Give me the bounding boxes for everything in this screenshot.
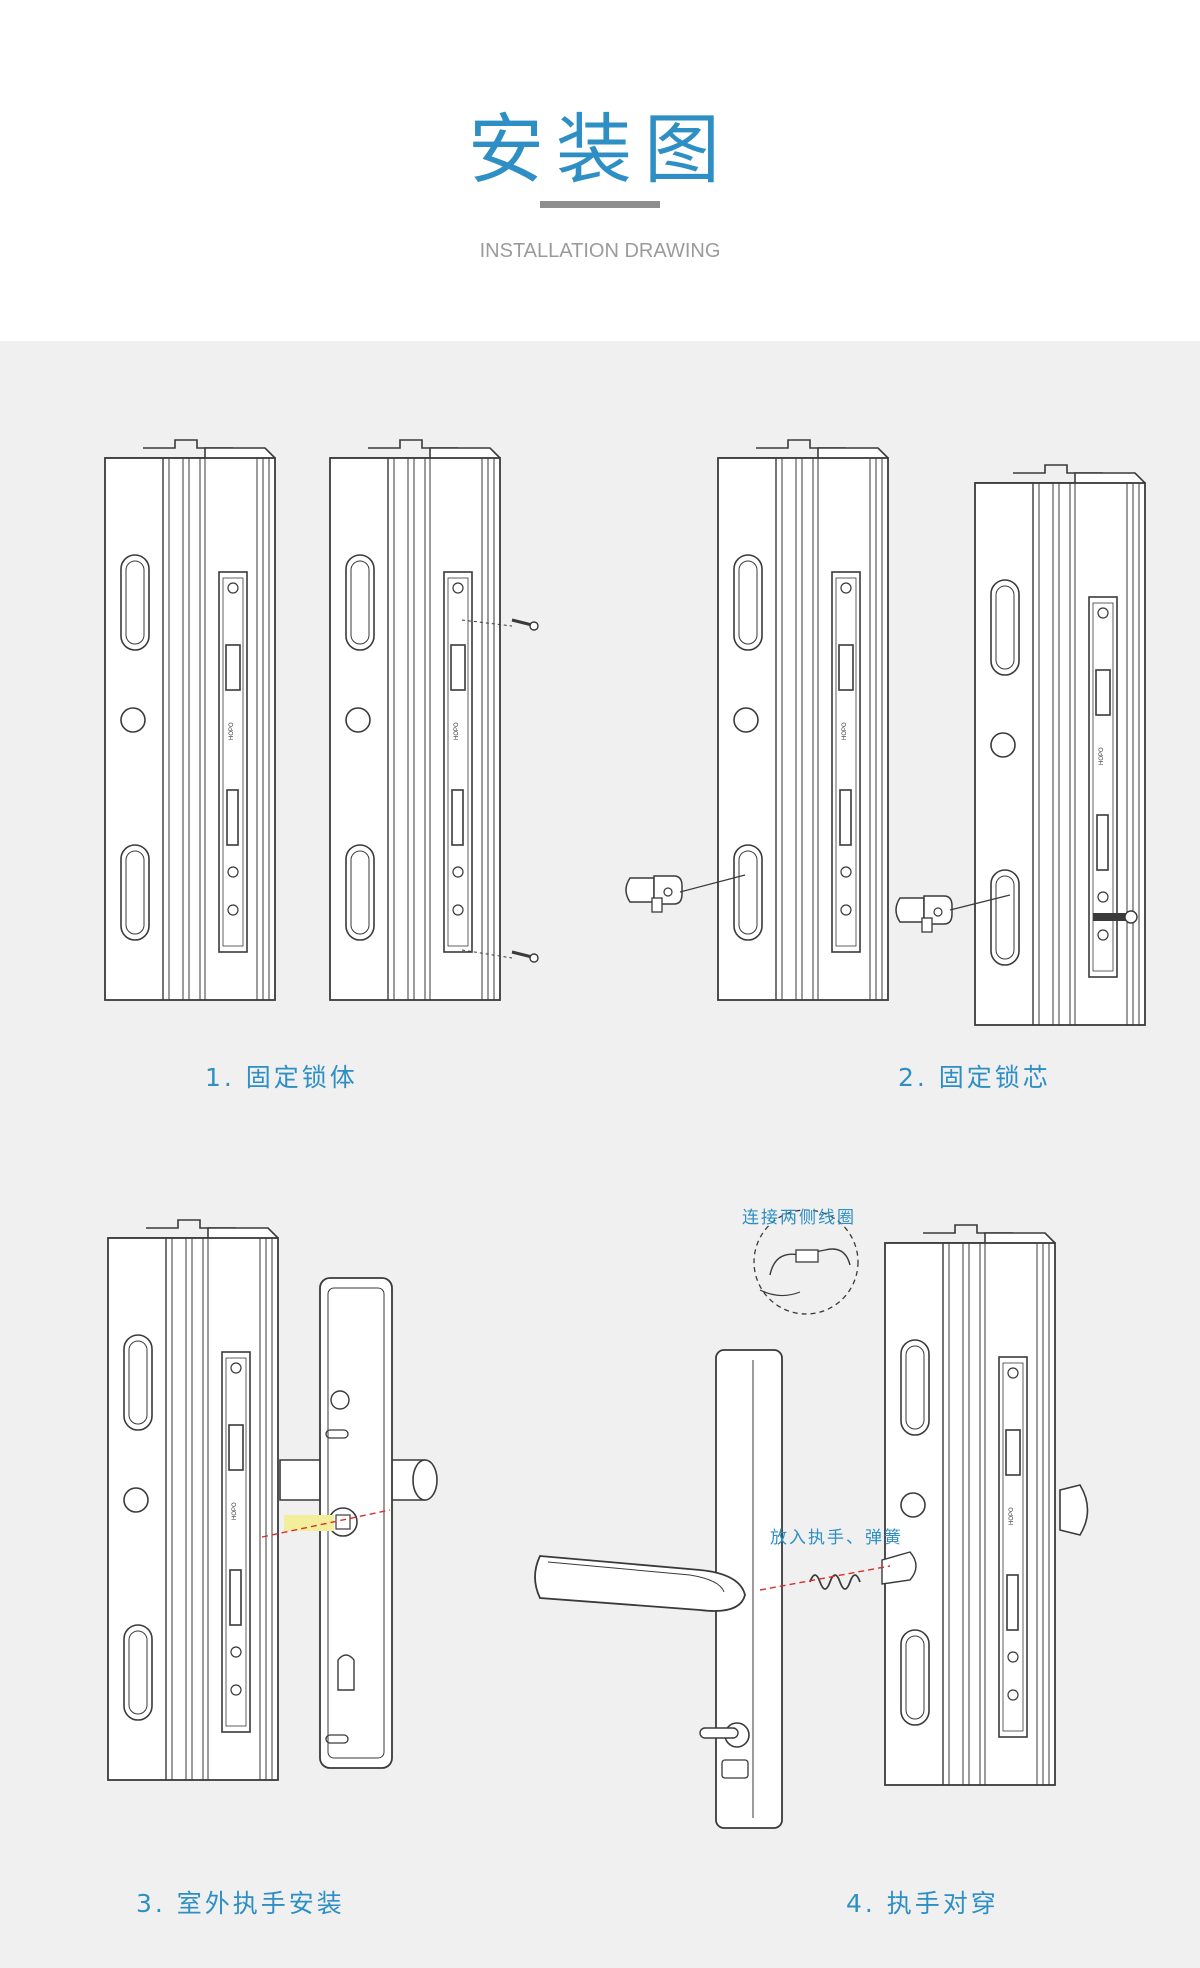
step-4-label: 4. 执手对穿: [846, 1889, 999, 1918]
guide-line: [949, 894, 1011, 911]
screw-icon: [1093, 910, 1138, 924]
door-profile: [329, 439, 501, 1001]
step-3-label: 3. 室外执手安装: [136, 1889, 345, 1918]
step1-figure: [104, 439, 540, 1001]
lock-cylinder-icon: [895, 895, 953, 933]
spindle-icon: [881, 1551, 917, 1585]
guide-line: [261, 1509, 391, 1538]
step-2-label: 2. 固定锁芯: [898, 1063, 1051, 1092]
spring-note: 放入执手、弹簧: [770, 1528, 903, 1548]
page-subtitle: INSTALLATION DRAWING: [479, 240, 721, 262]
title-divider: [540, 201, 660, 208]
coil-note: 连接两侧线圈: [742, 1208, 856, 1228]
door-profile: [717, 439, 889, 1001]
page-title: 安装图: [468, 105, 732, 194]
header: 安装图 INSTALLATION DRAWING: [0, 0, 1200, 341]
coil-detail-callout: [753, 1209, 859, 1315]
lever-handle: [534, 1555, 746, 1612]
connector-icon: [795, 1249, 819, 1263]
door-profile: [884, 1224, 1056, 1786]
guide-line: [679, 874, 746, 893]
door-profile: [974, 464, 1146, 1026]
step3-figure: [107, 1219, 438, 1781]
door-profile: [104, 439, 276, 1001]
step-1-label: 1. 固定锁体: [205, 1063, 358, 1092]
spindle-highlight: [284, 1515, 334, 1531]
step4-figure: [534, 1209, 1089, 1829]
door-profile: [107, 1219, 279, 1781]
step2-figure: [625, 439, 1146, 1026]
guide-line: [759, 1565, 891, 1591]
keyhole-icon: [337, 1654, 355, 1691]
fingerprint-icon: [721, 1759, 749, 1779]
spring-icon: [809, 1574, 861, 1590]
screw-icon: [461, 618, 540, 632]
lock-cylinder-icon: [625, 875, 683, 913]
screw-icon: [461, 949, 540, 964]
